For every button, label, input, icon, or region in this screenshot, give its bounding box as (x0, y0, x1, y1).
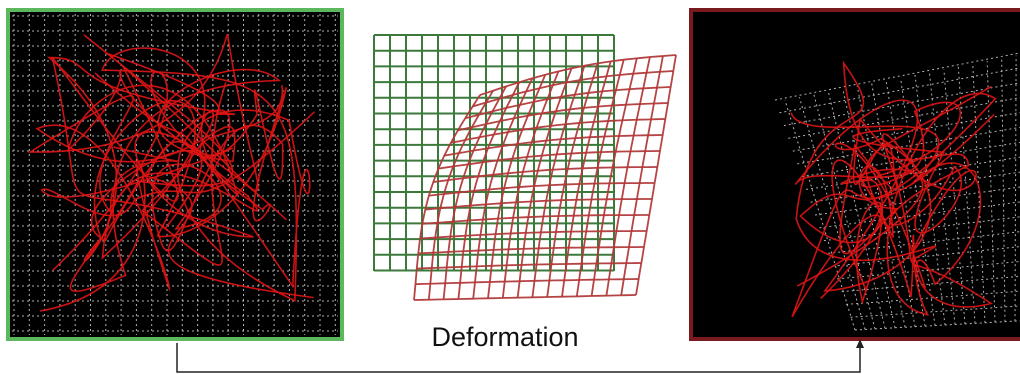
deformation-caption: Deformation (431, 322, 579, 352)
target-panel-frame (689, 8, 1020, 341)
deformed-grid (413, 54, 677, 301)
source-panel-frame (6, 8, 344, 341)
target-panel-background (691, 10, 1020, 339)
deformation-illustration (373, 34, 677, 301)
bracket-arrow-icon (176, 339, 864, 373)
target-red-strokes (790, 60, 997, 318)
source-red-strokes (27, 33, 315, 312)
source-panel (6, 8, 344, 341)
target-panel (689, 8, 1020, 341)
